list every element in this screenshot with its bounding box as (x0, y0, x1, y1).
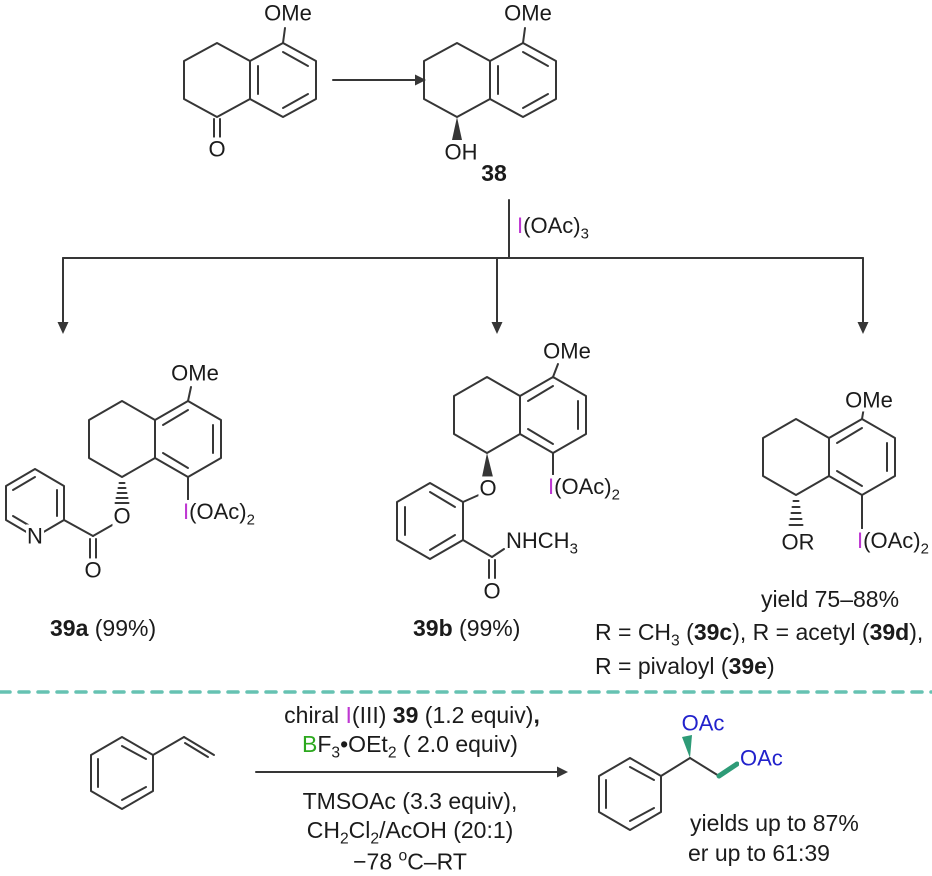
39cde-r-definitions-line2: R = pivaloyl (39e) (595, 652, 775, 679)
product-39b-structure (396, 363, 587, 579)
39b-amide-nh-label: NHCH3 (505, 527, 579, 558)
39b-iodane-label: I(OAc)2 (547, 473, 621, 504)
39cde-ome-label: OMe (844, 387, 894, 413)
39b-ether-o-label: O (478, 475, 498, 501)
conditions-line-5: −78 oC–RT (353, 847, 467, 875)
styrene-structure (90, 736, 215, 810)
product-er-label: er up to 61:39 (688, 839, 830, 866)
diacetate-product-structure (598, 735, 740, 831)
reagent-ioac3-label: I(OAc)3 (516, 212, 590, 243)
alcohol-oh-label: OH (443, 139, 479, 165)
conditions-arrow (255, 766, 568, 778)
39b-yield-label: 39b (99%) (413, 614, 521, 641)
product-39cde-structure (762, 406, 896, 530)
branch-connector (57, 199, 869, 334)
alcohol-ome-label: OMe (503, 0, 553, 26)
conditions-line-3: TMSOAc (3.3 equiv), (302, 787, 518, 814)
conditions-line-4: CH2Cl2/AcOH (20:1) (306, 816, 514, 848)
39b-amide-o-label: O (482, 578, 502, 604)
39a-iodane-label: I(OAc)2 (182, 498, 256, 529)
39a-yield-label: 39a (99%) (50, 614, 157, 641)
alcohol-38-structure (423, 27, 557, 140)
ketone-ome-label: OMe (263, 0, 313, 26)
39cde-yield-label: yield 75–88% (760, 585, 900, 612)
39a-carbonyl-o-label: O (83, 557, 103, 583)
39a-ome-label: OMe (170, 360, 220, 386)
reduction-arrow (332, 74, 426, 86)
conditions-line-2: BF3•OEt2 ( 2.0 equiv) (302, 730, 518, 762)
39a-ester-o-label: O (112, 503, 132, 529)
39b-ome-label: OMe (542, 338, 592, 364)
compound-38-label: 38 (481, 159, 507, 186)
conditions-line-1: chiral I(III) 39 (1.2 equiv), (284, 701, 540, 728)
39cde-iodane-label: I(OAc)2 (856, 527, 930, 558)
39a-pyridine-n-label: N (26, 523, 44, 549)
product-oac1-label: OAc (680, 710, 726, 736)
39cde-or-label: OR (780, 529, 816, 555)
ketone-o-label: O (207, 136, 227, 162)
39cde-r-definitions-line1: R = CH3 (39c), R = acetyl (39d), (595, 618, 924, 650)
product-yield-label: yields up to 87% (690, 809, 859, 836)
ketone-structure (183, 27, 317, 139)
product-oac2-label: OAc (739, 745, 784, 771)
